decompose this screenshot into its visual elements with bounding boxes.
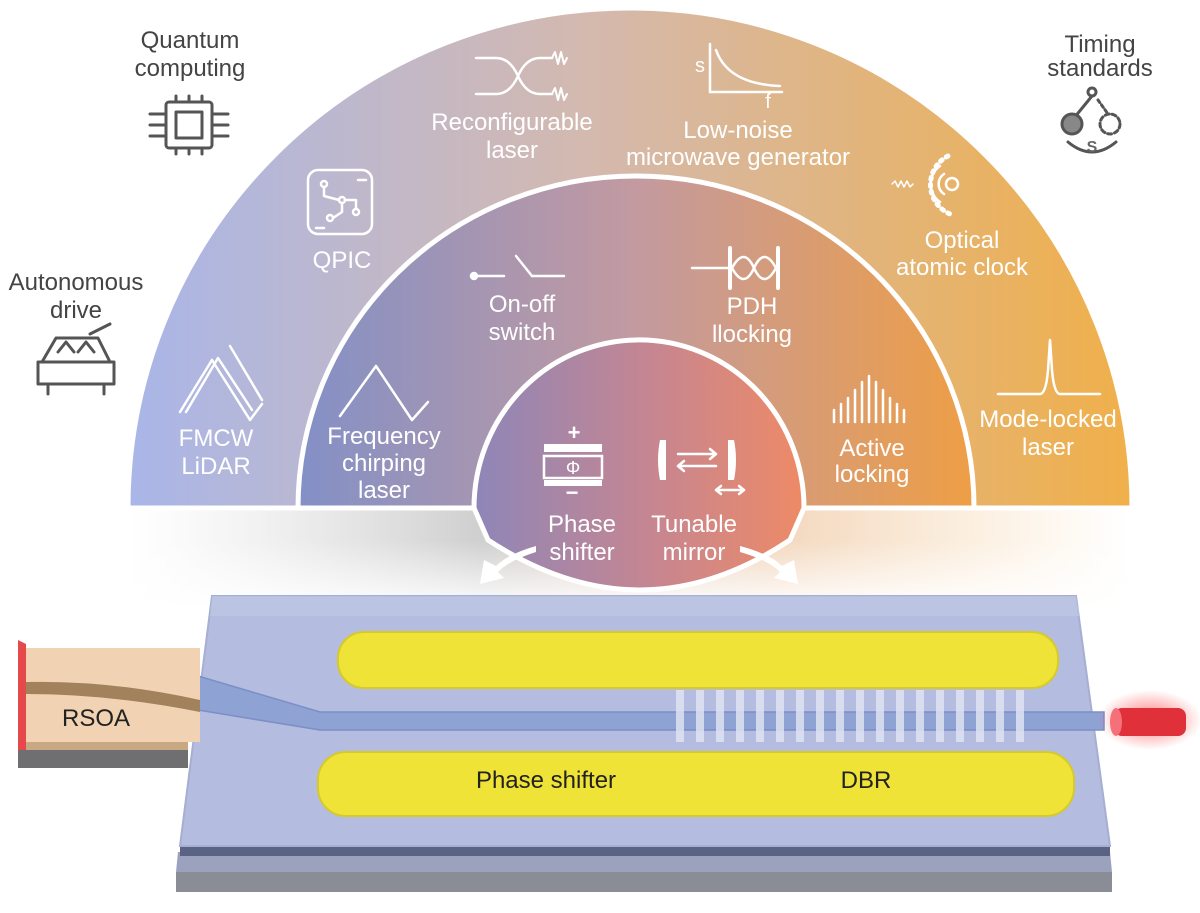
pdh-label-2: llocking	[712, 321, 792, 348]
mode-locked-label-2: laser	[1022, 434, 1074, 461]
qpic-item: QPIC	[306, 168, 374, 274]
plus-sign: +	[568, 420, 581, 445]
noise-spectrum-icon	[708, 42, 784, 94]
substrate-bottom	[176, 872, 1112, 892]
tunable-mirror-label-1: Tunable	[651, 511, 737, 538]
dbr-chip-label: DBR	[841, 767, 892, 794]
rsoa-label: RSOA	[62, 705, 130, 732]
rsoa-facet	[18, 640, 26, 750]
autonomous-drive-label-1: Autonomous	[9, 269, 144, 296]
quantum-computing-label-1: Quantum	[141, 27, 240, 54]
optical-clock-label-1: Optical	[925, 227, 1000, 254]
car-icon	[36, 322, 116, 396]
quantum-computing-label-2: computing	[135, 55, 246, 82]
top-heater	[337, 631, 1059, 689]
tunable-mirror-icon	[658, 440, 746, 496]
frequency-chirping-item: Frequency chirping laser	[327, 364, 441, 504]
switch-icon	[469, 254, 566, 281]
laser-output	[1098, 690, 1200, 750]
optical-atomic-clock-item: Optical atomic clock	[891, 153, 1029, 281]
phi-symbol: Φ	[566, 458, 580, 478]
low-noise-label-2: microwave generator	[626, 144, 850, 171]
reconfigurable-laser-item: Reconfigurable laser	[431, 51, 593, 164]
autonomous-drive-label-2: drive	[50, 297, 102, 324]
atom-pendulum-icon	[1060, 86, 1122, 154]
pulse-icon	[996, 338, 1102, 396]
timing-standards-label-1: Timing	[1064, 31, 1135, 58]
inner-ring	[471, 337, 807, 593]
chirp-wave-icon	[178, 344, 264, 422]
active-locking-item: Active locking	[832, 374, 910, 488]
low-noise-microwave-item: s f Low-noise microwave generator	[626, 42, 850, 171]
phase-shifter-chip-label: Phase shifter	[476, 767, 616, 794]
active-locking-label-1: Active	[839, 435, 904, 462]
triangle-chirp-icon	[338, 364, 430, 422]
circuit-board-icon	[306, 168, 374, 236]
phase-shifter-label-1: Phase	[548, 511, 616, 538]
cladding-edge	[180, 846, 1110, 856]
reconfigurable-laser-label-1: Reconfigurable	[431, 109, 592, 136]
pdh-label-1: PDH	[727, 293, 778, 320]
fmcw-label-2: LiDAR	[181, 453, 250, 480]
rsoa-block: RSOA	[18, 640, 200, 768]
substrate-side	[176, 852, 1112, 872]
cpu-chip-icon	[148, 94, 230, 156]
on-off-switch-item: On-off switch	[469, 254, 566, 346]
tunable-mirror-label-2: mirror	[663, 539, 726, 566]
phase-shifter-icon	[542, 444, 604, 486]
timing-standards-item: Timing standards S	[1047, 31, 1152, 156]
atomic-clock-icon	[891, 153, 960, 217]
chirp-label-2: chirping	[342, 450, 426, 477]
on-off-label-1: On-off	[489, 291, 556, 318]
chirp-label-3: laser	[358, 477, 410, 504]
phase-shifter-item: + Φ − Phase shifter	[542, 420, 616, 566]
phase-shifter-label-2: shifter	[549, 539, 614, 566]
reconfigurable-laser-label-2: laser	[486, 137, 538, 164]
low-noise-label-1: Low-noise	[683, 117, 792, 144]
quantum-computing-item: Quantum computing	[135, 27, 246, 156]
active-locking-label-2: locking	[835, 461, 910, 488]
timing-standards-label-2: standards	[1047, 55, 1152, 82]
qpic-label: QPIC	[313, 247, 372, 274]
mode-locked-laser-item: Mode-locked laser	[979, 338, 1117, 461]
mode-locked-label-1: Mode-locked	[979, 406, 1116, 433]
on-off-label-2: switch	[489, 319, 556, 346]
curved-arrow-left-icon	[480, 546, 536, 584]
comb-spectrum-icon	[832, 374, 906, 424]
coupler-icon	[474, 51, 568, 101]
cavity-mode-icon	[690, 246, 780, 290]
minus-sign: −	[566, 480, 579, 505]
chirp-label-1: Frequency	[327, 423, 440, 450]
spin-glyph: S	[1087, 139, 1098, 156]
pdh-locking-item: PDH llocking	[690, 246, 792, 348]
axis-f-label: f	[765, 91, 771, 113]
autonomous-drive-item: Autonomous drive	[9, 269, 144, 396]
curved-arrow-right-icon	[740, 546, 798, 584]
fmcw-lidar-item: FMCW LiDAR	[178, 344, 264, 480]
tunable-mirror-item: Tunable mirror	[651, 440, 746, 566]
fmcw-label-1: FMCW	[179, 425, 254, 452]
bottom-heater	[317, 751, 1075, 817]
axis-s-label: s	[695, 55, 705, 77]
optical-clock-label-2: atomic clock	[896, 254, 1029, 281]
laser-chip: Phase shifter DBR	[176, 595, 1112, 892]
dbr-grating	[676, 690, 1024, 742]
